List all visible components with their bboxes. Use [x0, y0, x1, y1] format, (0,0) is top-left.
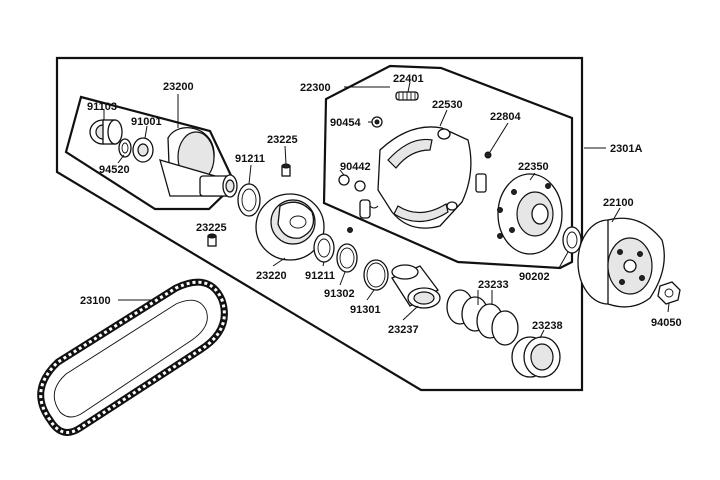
label-22401: 22401	[393, 73, 424, 85]
label-23225-upper: 23225	[267, 134, 298, 146]
leader-lines	[103, 81, 670, 339]
label-90202: 90202	[519, 271, 550, 283]
ring-91211-upper	[237, 183, 261, 217]
label-90454: 90454	[330, 117, 361, 129]
spring-23233	[446, 289, 519, 346]
label-23200: 23200	[163, 81, 194, 93]
label-94050: 94050	[651, 317, 682, 329]
label-91211-upper: 91211	[235, 153, 265, 165]
frame-23200	[64, 95, 237, 211]
label-23100: 23100	[80, 295, 111, 307]
bearing-91001	[132, 137, 154, 163]
label-23238: 23238	[532, 320, 563, 332]
label-2301A: 2301A	[610, 143, 642, 155]
label-22100: 22100	[603, 197, 634, 209]
clutch-bell-22100	[577, 217, 665, 308]
label-91103: 91103	[87, 101, 117, 113]
washer-90454	[371, 116, 383, 128]
label-23233: 23233	[478, 279, 509, 291]
label-23220: 23220	[256, 270, 287, 282]
label-22804: 22804	[490, 111, 521, 123]
label-22530: 22530	[432, 99, 463, 111]
drive-belt-23100	[37, 278, 228, 436]
roller-plate-23220	[255, 193, 353, 261]
ring-91211-lower	[313, 233, 335, 263]
assembly-frame-2301A	[55, 56, 584, 392]
label-22300: 22300	[300, 82, 331, 94]
label-91301: 91301	[350, 304, 381, 316]
collar-23237	[391, 264, 441, 309]
seal-23238	[511, 336, 561, 378]
label-91302: 91302	[324, 288, 355, 300]
label-90442: 90442	[340, 161, 371, 173]
spring-22401	[395, 91, 419, 101]
ring-94520	[118, 138, 132, 158]
clutch-plate-22350	[497, 173, 563, 255]
pin-23225-upper	[281, 163, 291, 177]
nut-94050	[657, 281, 681, 305]
clutch-shoes-22530	[377, 126, 472, 229]
ring-91301	[363, 259, 389, 291]
drive-face-23200	[159, 127, 238, 198]
label-23237: 23237	[388, 324, 419, 336]
ring-91302	[336, 243, 358, 273]
label-94520: 94520	[99, 164, 130, 176]
pin-22804	[475, 151, 492, 193]
frame-22300	[322, 64, 574, 270]
label-91001: 91001	[131, 116, 162, 128]
label-22350: 22350	[518, 161, 549, 173]
bearing-91103	[89, 119, 123, 145]
spring-90442	[338, 174, 379, 219]
seal-90202	[562, 226, 582, 254]
label-91211-lower: 91211	[305, 270, 335, 282]
label-23225-lower: 23225	[196, 222, 227, 234]
